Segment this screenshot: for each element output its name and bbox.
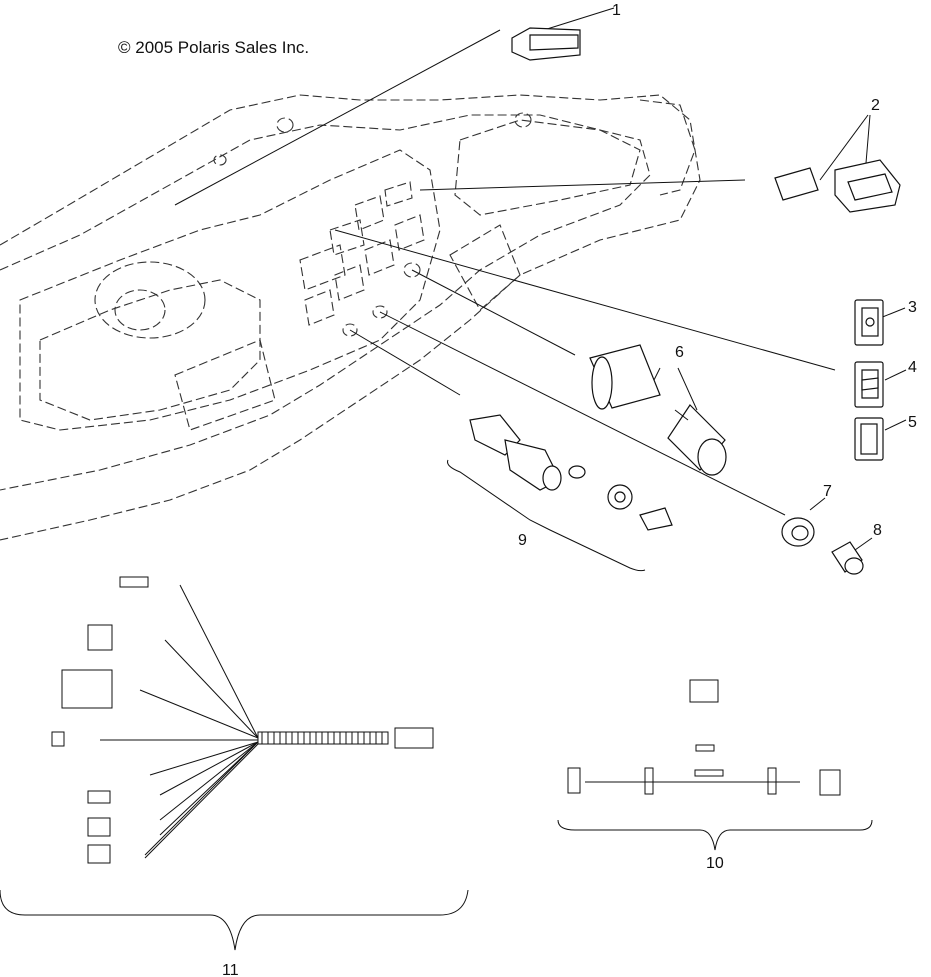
part-1-connector (511, 27, 581, 61)
wiring-harness-11 (0, 576, 469, 951)
callout-2: 2 (871, 97, 880, 114)
wiring-harness-10 (557, 679, 873, 851)
callout-8: 8 (873, 522, 882, 539)
copyright-text: © 2005 Polaris Sales Inc. (118, 38, 310, 57)
part-4-switch (854, 361, 884, 408)
leader-lines (174, 7, 907, 551)
part-5-switch-blank (854, 417, 884, 461)
callout-labels: 1 2 3 4 5 6 7 8 9 10 11 (222, 2, 917, 977)
callout-11: 11 (222, 962, 239, 977)
callout-4: 4 (908, 359, 917, 376)
part-3-switch (854, 299, 884, 346)
part-6-power-outlet (589, 344, 727, 476)
part-7-grommet (781, 517, 815, 547)
part-8-plug (831, 541, 864, 575)
part-2-switch-housing (774, 159, 901, 213)
callout-3: 3 (908, 299, 917, 316)
callout-6: 6 (675, 344, 684, 361)
callout-1: 1 (612, 2, 621, 19)
dashboard-panel (0, 94, 701, 541)
callout-5: 5 (908, 414, 917, 431)
part-9-ignition-switch (447, 414, 673, 572)
callout-9: 9 (518, 532, 527, 549)
callout-10: 10 (706, 855, 724, 872)
callout-7: 7 (823, 483, 832, 500)
